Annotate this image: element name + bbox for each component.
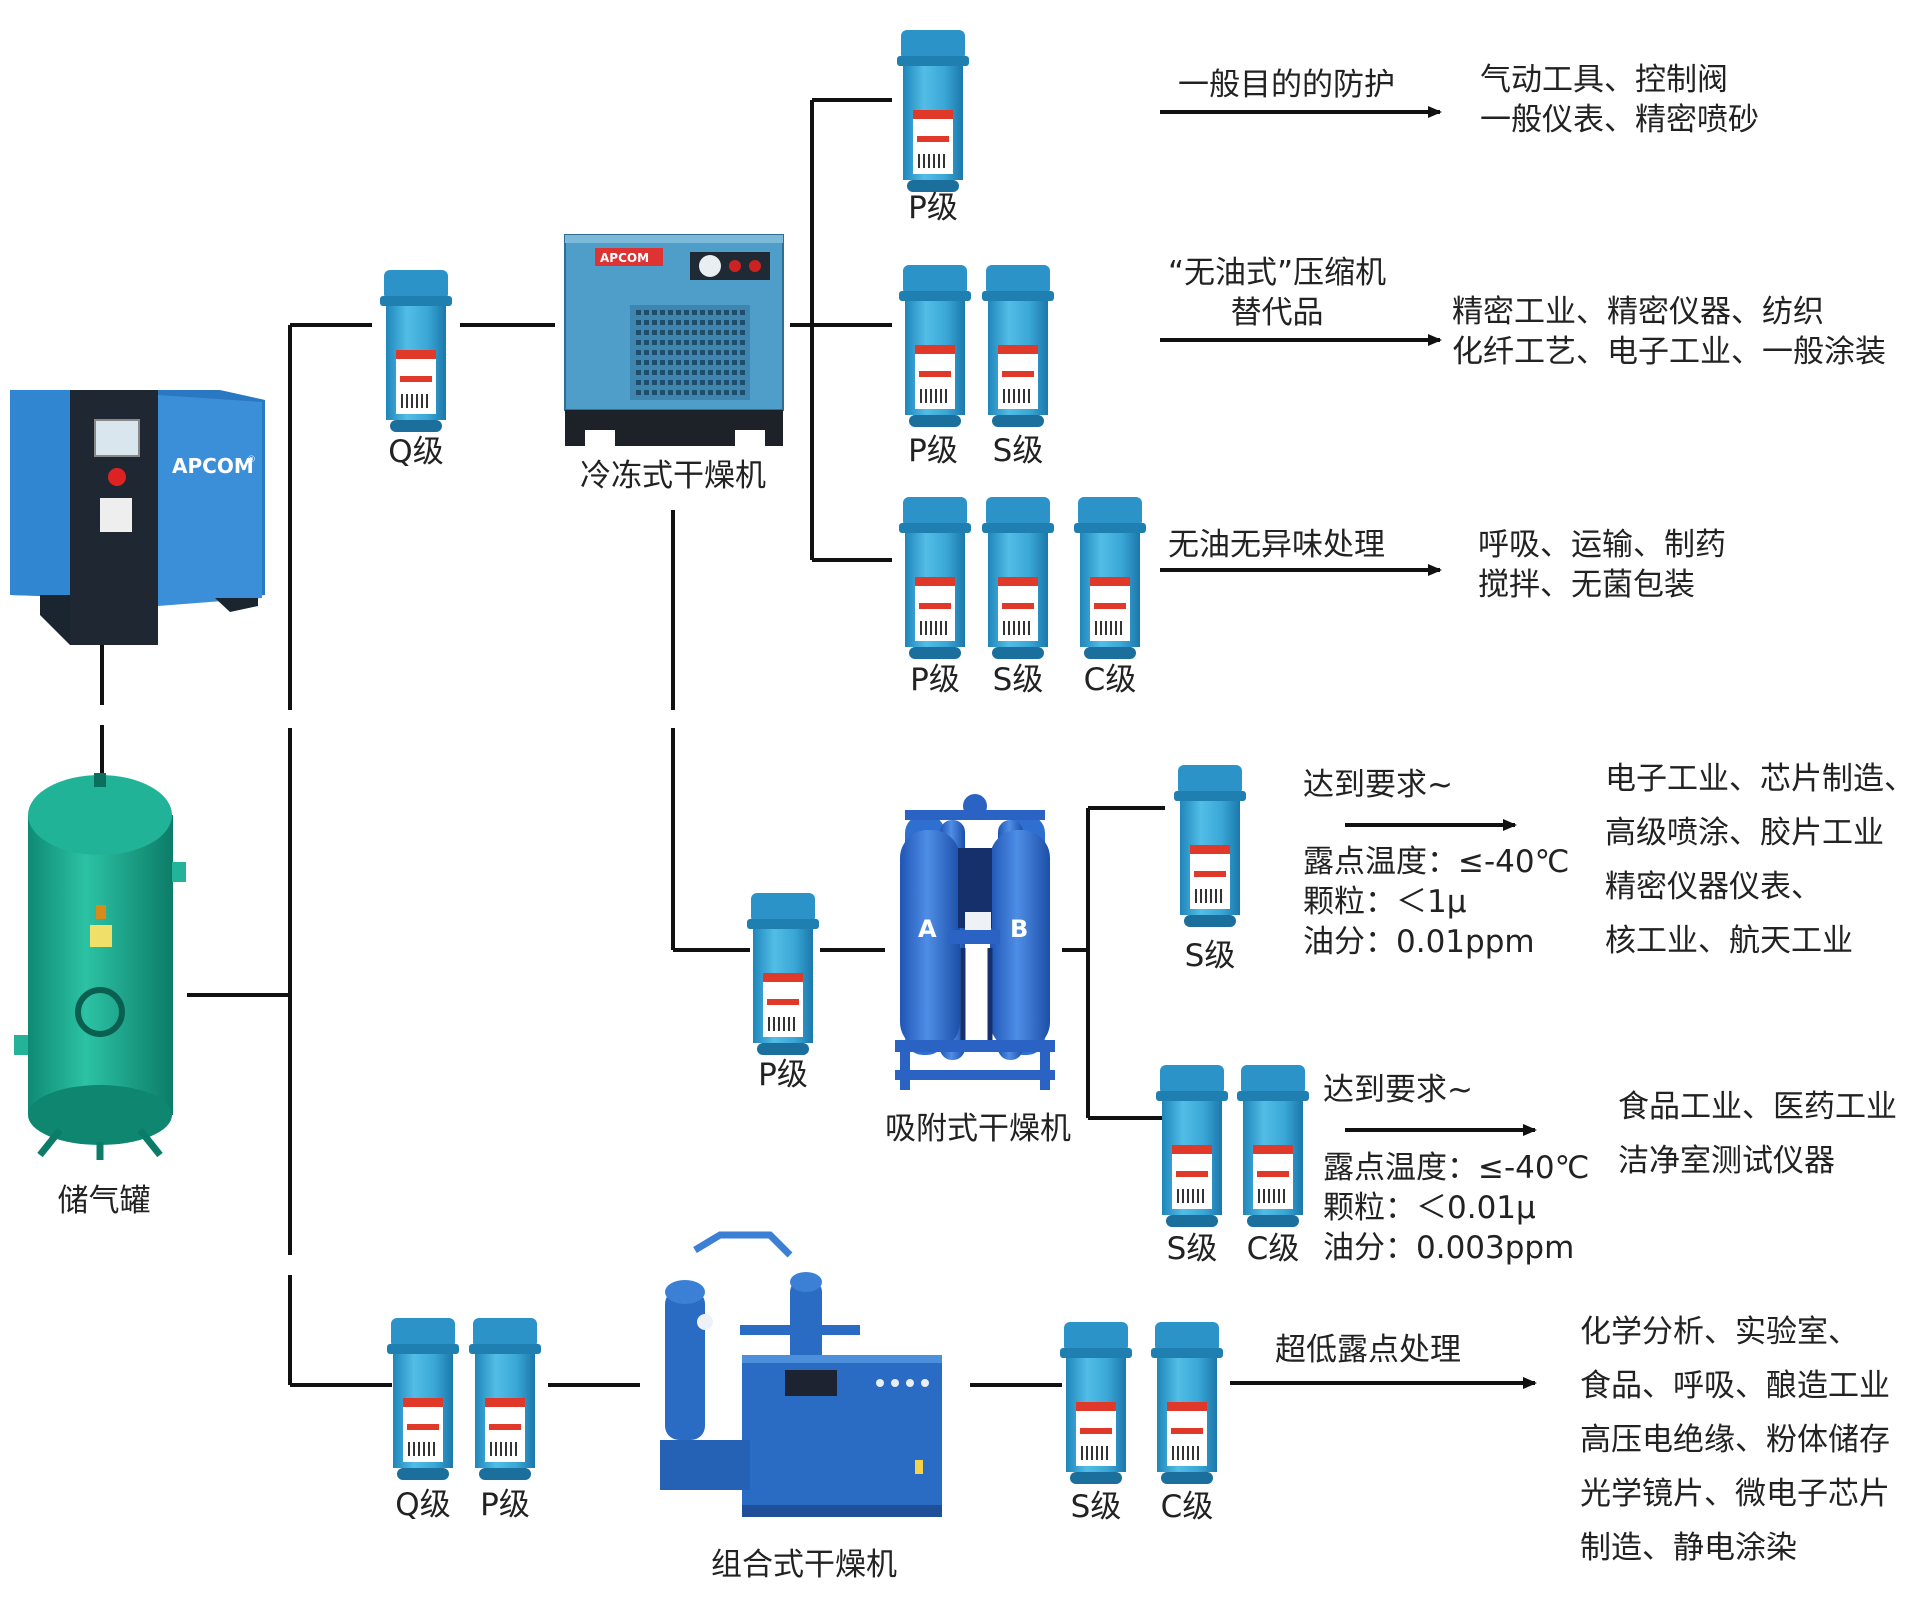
- label-adsorption-dryer: 吸附式干燥机: [885, 1111, 1071, 1147]
- ads2-applications: 食品工业、医药工业 洁净室测试仪器: [1618, 1080, 1897, 1188]
- ads2-purpose: 达到要求~: [1323, 1070, 1473, 1110]
- filter-b1-0: [897, 30, 969, 192]
- ads2-app-line-0: 食品工业、医药工业: [1618, 1089, 1897, 1125]
- branch3-app-line-1: 搅拌、无菌包装: [1478, 567, 1695, 603]
- filter-b2-0: [899, 265, 971, 427]
- filter-combo-pre-0: [387, 1318, 459, 1480]
- filter-ads-b2-1: [1237, 1065, 1309, 1227]
- branch2-app-line-0: 精密工业、精密仪器、纺织: [1452, 294, 1824, 330]
- combo-purpose: 超低露点处理: [1275, 1330, 1461, 1370]
- branch1-applications: 气动工具、控制阀 一般仪表、精密喷砂: [1480, 60, 1759, 140]
- branch3-purpose-line: 无油无异味处理: [1168, 527, 1385, 563]
- ads2-purpose-line: 达到要求~: [1323, 1072, 1473, 1108]
- branch3-purpose: 无油无异味处理: [1168, 525, 1385, 565]
- combo-app-line-0: 化学分析、实验室、: [1580, 1314, 1859, 1350]
- filter-ads-b2-0: [1156, 1065, 1228, 1227]
- filter-b3-2: [1074, 497, 1146, 659]
- ads1-app-line-2: 精密仪器仪表、: [1605, 869, 1822, 905]
- combined-dryer: [660, 1231, 942, 1517]
- filter-layer: [380, 30, 1309, 1484]
- filter-label-b3-1: S级: [992, 662, 1044, 698]
- filter-label-ads-b2-1: C级: [1246, 1231, 1300, 1267]
- filter-b3-0: [899, 497, 971, 659]
- ads1-app-line-0: 电子工业、芯片制造、: [1605, 761, 1915, 797]
- ads1-specs: 露点温度：≤-40℃ 颗粒：＜1μ 油分：0.01ppm: [1303, 842, 1569, 962]
- filter-label-ads-pre: P级: [758, 1057, 808, 1093]
- branch3-app-line-0: 呼吸、运输、制药: [1478, 527, 1726, 563]
- ads2-spec-dewpoint: 露点温度：≤-40℃: [1323, 1150, 1590, 1186]
- label-combined-dryer: 组合式干燥机: [711, 1547, 897, 1583]
- ads1-purpose: 达到要求~: [1303, 765, 1453, 805]
- filter-label-b3-0: P级: [910, 662, 960, 698]
- ads2-spec-particle: 颗粒：＜0.01μ: [1323, 1190, 1536, 1226]
- filter-label-q-main: Q级: [388, 434, 444, 470]
- filter-label-combo-post-1: C级: [1160, 1489, 1214, 1525]
- ads1-spec-particle: 颗粒：＜1μ: [1303, 884, 1467, 920]
- combo-app-line-2: 高压电绝缘、粉体储存: [1580, 1422, 1890, 1458]
- filter-combo-post-1: [1151, 1322, 1223, 1484]
- label-storage-tank: 储气罐: [57, 1183, 151, 1219]
- ads2-specs: 露点温度：≤-40℃ 颗粒：＜0.01μ 油分：0.003ppm: [1323, 1148, 1589, 1268]
- ads1-applications: 电子工业、芯片制造、 高级喷涂、胶片工业 精密仪器仪表、 核工业、航天工业: [1605, 752, 1915, 968]
- ads1-spec-dewpoint: 露点温度：≤-40℃: [1303, 844, 1570, 880]
- combo-purpose-line: 超低露点处理: [1275, 1332, 1461, 1368]
- branch2-purpose-line-0: “无油式”压缩机: [1168, 255, 1387, 291]
- combo-app-line-1: 食品、呼吸、酿造工业: [1580, 1368, 1890, 1404]
- filter-label-b2-1: S级: [992, 433, 1044, 469]
- ads2-spec-oil: 油分：0.003ppm: [1323, 1230, 1575, 1266]
- combo-app-line-4: 制造、静电涂染: [1580, 1530, 1797, 1566]
- filter-label-ads-b2-0: S级: [1166, 1231, 1218, 1267]
- compressor-logo-mark: ®: [247, 455, 256, 465]
- ads2-app-line-1: 洁净室测试仪器: [1618, 1143, 1835, 1179]
- branch2-app-line-1: 化纤工艺、电子工业、一般涂装: [1452, 334, 1886, 370]
- branch1-app-line-0: 气动工具、控制阀: [1480, 62, 1728, 98]
- filter-combo-pre-1: [469, 1318, 541, 1480]
- branch1-purpose: 一般目的的防护: [1178, 65, 1395, 105]
- filter-ads-b1-0: [1174, 765, 1246, 927]
- combo-app-line-3: 光学镜片、微电子芯片: [1580, 1476, 1890, 1512]
- ads1-app-line-3: 核工业、航天工业: [1605, 923, 1853, 959]
- dryer-brand: APCOM: [600, 251, 649, 265]
- ads1-app-line-1: 高级喷涂、胶片工业: [1605, 815, 1884, 851]
- filter-label-ads-b1-0: S级: [1184, 938, 1236, 974]
- ads1-spec-oil: 油分：0.01ppm: [1303, 924, 1535, 960]
- filter-combo-post-0: [1060, 1322, 1132, 1484]
- filter-label-combo-pre-1: P级: [480, 1487, 530, 1523]
- adsorption-dryer: A B: [895, 794, 1055, 1090]
- dryer-vent-grid: [636, 310, 745, 395]
- filter-q-main: [380, 270, 452, 432]
- tower-a-label: A: [918, 915, 937, 943]
- refrigerated-dryer: APCOM: [564, 234, 784, 446]
- branch1-purpose-line: 一般目的的防护: [1178, 67, 1395, 103]
- connector-lines: [100, 98, 1165, 1387]
- label-refrigerated-dryer: 冷冻式干燥机: [580, 458, 766, 494]
- branch2-applications: 精密工业、精密仪器、纺织 化纤工艺、电子工业、一般涂装: [1452, 292, 1886, 372]
- filter-b3-1: [982, 497, 1054, 659]
- branch1-app-line-1: 一般仪表、精密喷砂: [1480, 102, 1759, 138]
- filter-label-b2-0: P级: [908, 433, 958, 469]
- filter-label-b1-0: P级: [908, 190, 958, 226]
- compressor-brand: APCOM: [172, 454, 254, 478]
- branch3-applications: 呼吸、运输、制药 搅拌、无菌包装: [1478, 525, 1726, 605]
- ads1-purpose-line: 达到要求~: [1303, 767, 1453, 803]
- combo-applications: 化学分析、实验室、 食品、呼吸、酿造工业 高压电绝缘、粉体储存 光学镜片、微电子…: [1580, 1305, 1890, 1575]
- branch2-purpose: “无油式”压缩机 替代品: [1168, 253, 1386, 333]
- tower-b-label: B: [1010, 915, 1028, 943]
- filter-label-combo-pre-0: Q级: [395, 1487, 451, 1523]
- filter-label-b3-2: C级: [1083, 662, 1137, 698]
- air-compressor: APCOM ®: [10, 390, 265, 645]
- filter-b2-1: [982, 265, 1054, 427]
- filter-label-combo-post-0: S级: [1070, 1489, 1122, 1525]
- arrows: [1160, 106, 1537, 1389]
- storage-tank: [14, 773, 186, 1160]
- filter-ads-pre: [747, 893, 819, 1055]
- branch2-purpose-line-1: 替代品: [1230, 295, 1324, 331]
